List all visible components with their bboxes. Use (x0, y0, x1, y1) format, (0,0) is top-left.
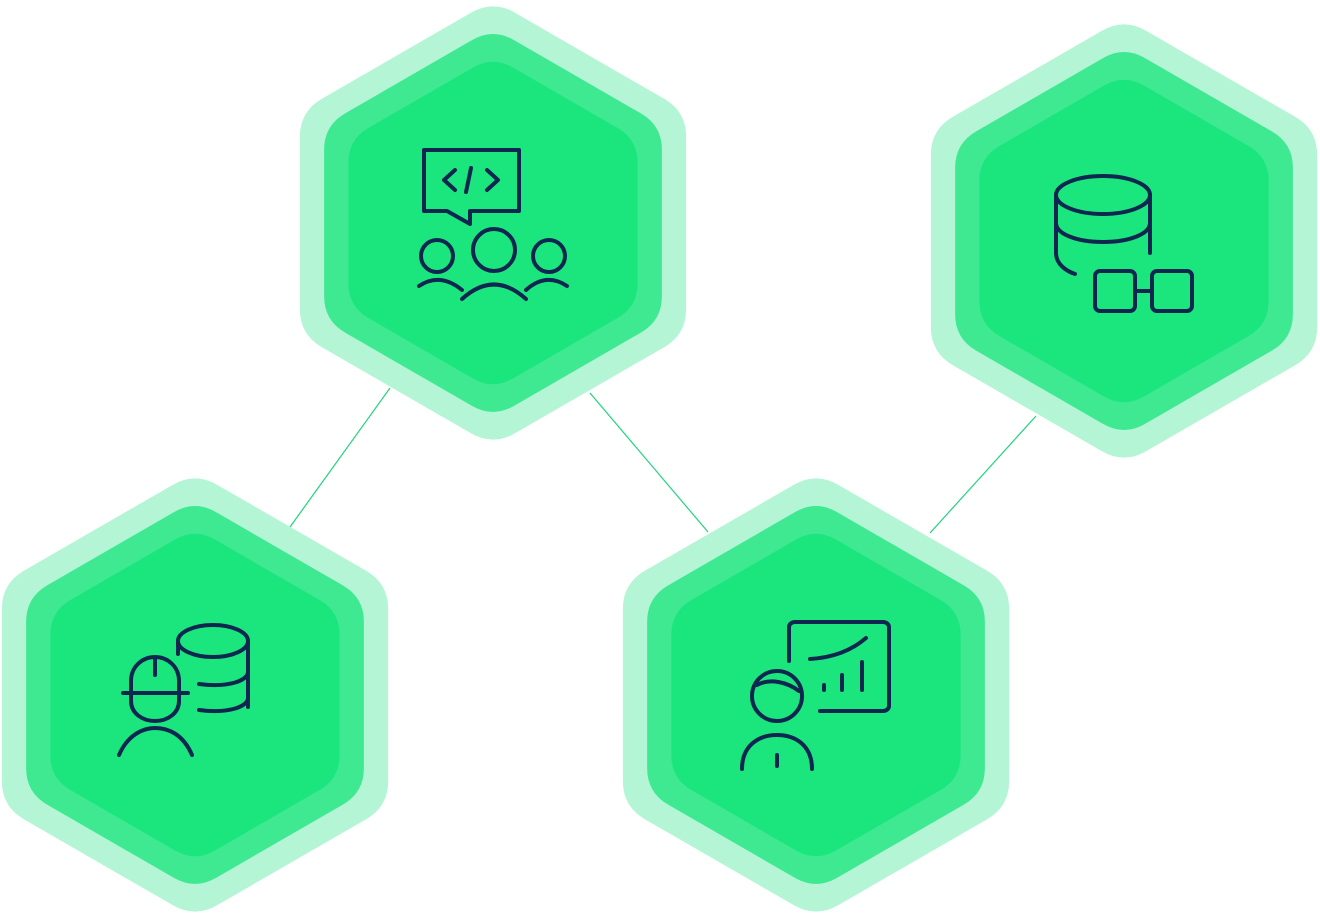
connector-line-data-pipeline-to-data-analyst (929, 415, 1037, 534)
analyst-presentation-chart-icon (740, 620, 891, 771)
hexagon-node-data-engineer (1, 478, 389, 912)
database-linked-blocks-icon (1054, 174, 1194, 313)
engineer-hardhat-database-icon (117, 623, 250, 757)
connector-lines (289, 387, 1037, 534)
developer-team-code-chat-icon (417, 148, 569, 301)
connector-line-dev-team-to-data-engineer (289, 387, 391, 528)
hexagon-node-dev-team (299, 6, 687, 440)
hexagon-node-data-analyst (622, 478, 1010, 912)
hexagon-nodes (1, 6, 1318, 912)
hexagon-inner-ring (348, 61, 638, 385)
hexagon-inner-ring (671, 533, 961, 857)
hexagon-inner-ring (50, 533, 340, 857)
connector-line-dev-team-to-data-analyst (589, 392, 709, 533)
node-icons (117, 148, 1194, 771)
